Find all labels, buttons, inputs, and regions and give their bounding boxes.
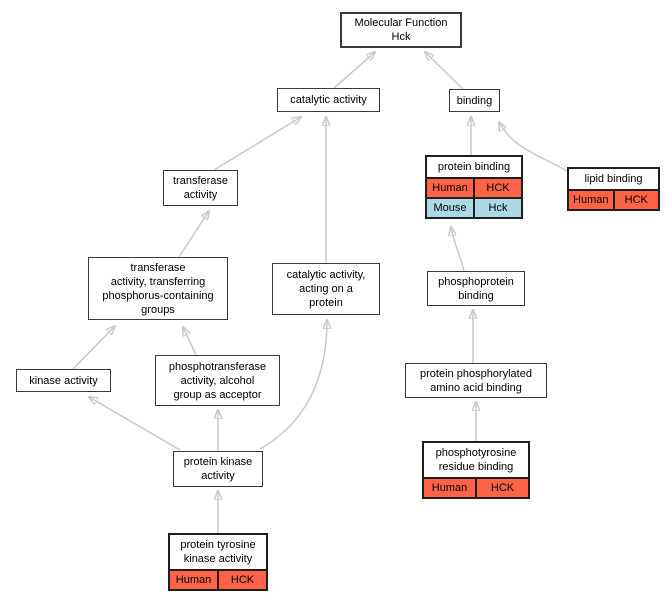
species-cell: Human	[573, 194, 609, 206]
node-protein-binding[interactable]: protein binding Human HCK Mouse Hck	[425, 155, 523, 219]
node-transferase-phosphorus-groups[interactable]: transferase activity, transferring phosp…	[88, 257, 228, 320]
node-molecular-function-root[interactable]: Molecular Function Hck	[340, 12, 462, 48]
node-label: protein kinase activity	[183, 456, 253, 482]
node-label: protein phosphorylated amino acid bindin…	[420, 367, 532, 394]
edge-catalytic-activity-to-molecular-function	[333, 52, 375, 89]
annotation-row-mouse: Mouse Hck	[427, 197, 521, 217]
gene-cell: HCK	[475, 479, 528, 497]
species-cell: Human	[175, 574, 212, 586]
node-transferase-activity[interactable]: transferase activity	[163, 170, 238, 206]
edge-phosphoprotein-binding-to-protein-binding	[451, 227, 465, 272]
edge-phosphotransferase-to-transferase-groups	[183, 327, 197, 356]
edge-binding-to-molecular-function	[425, 52, 464, 90]
node-label: catalytic activity	[290, 94, 367, 106]
annotation-row-human: Human HCK	[569, 189, 658, 209]
gene-cell: HCK	[612, 191, 659, 209]
edge-kinase-activity-to-transferase-groups	[72, 326, 115, 370]
edge-protein-kinase-activity-to-kinase-activity	[89, 397, 181, 451]
annotation-row-human: Human HCK	[170, 569, 266, 589]
node-phosphotyrosine-residue-binding[interactable]: phosphotyrosine residue binding Human HC…	[422, 441, 530, 499]
node-title: lipid binding	[569, 169, 658, 189]
edge-protein-kinase-activity-to-catalytic-on-protein	[259, 320, 327, 450]
species-cell: Mouse	[433, 202, 467, 214]
node-protein-phosphorylated-amino-acid-binding[interactable]: protein phosphorylated amino acid bindin…	[405, 363, 547, 398]
edge-transferase-activity-to-catalytic-activity	[213, 117, 301, 171]
gene-cell: HCK	[473, 179, 521, 197]
node-kinase-activity[interactable]: kinase activity	[16, 369, 111, 392]
node-phosphotransferase-alcohol-acceptor[interactable]: phosphotransferase activity, alcohol gro…	[155, 355, 280, 406]
node-phosphoprotein-binding[interactable]: phosphoprotein binding	[427, 271, 525, 306]
species-cell: Human	[431, 482, 468, 494]
node-protein-tyrosine-kinase-activity[interactable]: protein tyrosine kinase activity Human H…	[168, 533, 268, 591]
annotation-row-human: Human HCK	[427, 177, 521, 197]
node-catalytic-activity-on-protein[interactable]: catalytic activity, acting on a protein	[272, 263, 380, 315]
node-label: phosphotransferase activity, alcohol gro…	[168, 360, 267, 401]
node-label: phosphoprotein binding	[438, 275, 514, 302]
annotation-row-human: Human HCK	[424, 477, 528, 497]
node-label: kinase activity	[29, 374, 98, 387]
node-label: binding	[456, 94, 493, 107]
node-label: transferase activity	[172, 175, 229, 201]
gene-cell: HCK	[217, 571, 266, 589]
edge-transferase-groups-to-transferase-activity	[178, 211, 209, 258]
node-label: transferase activity, transferring phosp…	[102, 261, 214, 316]
species-cell: Human	[432, 182, 468, 194]
gene-cell: Hck	[473, 199, 521, 217]
node-title: protein binding	[427, 157, 521, 177]
node-catalytic-activity[interactable]: catalytic activity	[277, 88, 380, 112]
node-binding[interactable]: binding	[449, 89, 500, 112]
node-title: phosphotyrosine residue binding	[424, 443, 528, 477]
node-protein-kinase-activity[interactable]: protein kinase activity	[173, 451, 263, 487]
node-lipid-binding[interactable]: lipid binding Human HCK	[567, 167, 660, 211]
node-label: Molecular Function Hck	[354, 17, 448, 43]
edge-lipid-binding-to-binding	[499, 122, 568, 172]
node-label: catalytic activity, acting on a protein	[286, 269, 366, 309]
node-title: protein tyrosine kinase activity	[170, 535, 266, 569]
